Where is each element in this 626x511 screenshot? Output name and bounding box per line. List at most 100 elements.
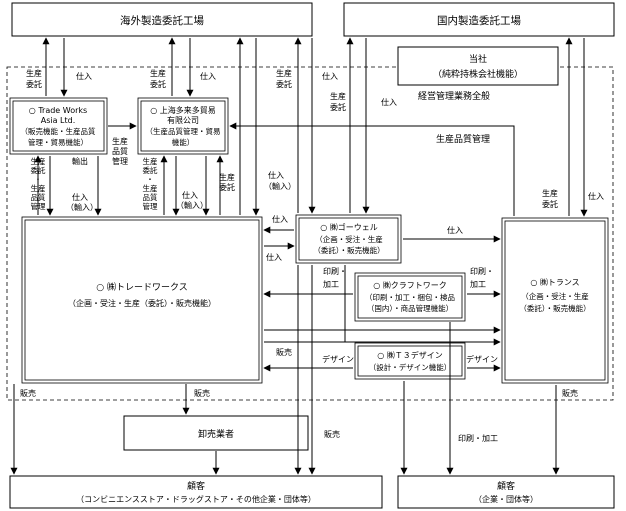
craft-work-box: ○ ㈱クラフトワーク （印刷・加工・梱包・検品 （国内）・商品管理機能） [354, 272, 466, 322]
label-shqm-2: 品質 [112, 146, 128, 156]
label-shiire-7: 仕入 [266, 252, 282, 262]
label-insatsu-kako-inline: 印刷・加工 [458, 433, 498, 443]
label-b-1: 生産 [143, 156, 158, 166]
label-a-6: 管理 [31, 201, 46, 211]
gowell-line2: （企画・受注・生産 [315, 234, 383, 244]
label-b-6: 管理 [143, 201, 158, 211]
customer-right-sub: （企業・団体等） [474, 494, 538, 504]
customer-left-title: 顧客 [187, 480, 205, 492]
label-seisan-6: 生産 [219, 172, 235, 182]
label-shiire-yunyu-1a: 仕入 [72, 192, 88, 202]
label-seisan-4: 生産 [330, 91, 346, 101]
label-design-1: デザイン [322, 354, 354, 364]
shanghai-line3: （生産品質管理・貿易 [146, 126, 221, 136]
label-a-3: ・ [34, 175, 42, 184]
label-hanbai-3: 販売 [194, 388, 210, 398]
label-b-4: 生産 [143, 183, 158, 193]
label-insatsu-1b: 加工 [323, 279, 339, 289]
shanghai-line2: 有限公司 [167, 115, 199, 125]
label-b-5: 品質 [143, 192, 158, 202]
label-seisan-1: 生産 [26, 68, 42, 78]
craft-work-line2: （印刷・加工・梱包・検品 [365, 292, 455, 302]
label-hanbai-4: 販売 [324, 429, 340, 439]
label-hanbai-1: 販売 [276, 347, 292, 357]
label-shiire-3: 仕入 [322, 71, 338, 81]
shanghai-line1: ○ 上海多来多貿易 [150, 105, 216, 115]
label-itaku-5: 委託 [542, 199, 558, 209]
domestic-factory-label: 国内製造委託工場 [437, 14, 521, 27]
t3-design-title: ○ ㈱Ｔ３デザイン [377, 350, 443, 360]
label-shiire-5: 仕入 [588, 191, 604, 201]
connector-lines [10, 37, 588, 475]
label-a-5: 品質 [31, 192, 46, 202]
trade-works-title: ○ ㈱トレードワークス [96, 281, 187, 293]
edge-labels: 生産 委託 仕入 生産 委託 仕入 生産 委託 仕入 生産 委託 仕入 生産 委… [20, 68, 604, 443]
management-label: 経営管理業務全般 [418, 90, 490, 102]
label-shiire-4: 仕入 [381, 97, 397, 107]
label-shiire-yunyu-3b: （輸入） [264, 181, 296, 191]
trans-line2: （企画・受注・生産 [521, 291, 589, 301]
label-insatsu-2b: 加工 [470, 279, 486, 289]
overseas-factory-label: 海外製造委託工場 [120, 14, 204, 27]
label-shiire-6: 仕入 [272, 214, 288, 224]
label-shiire-8: 仕入 [447, 225, 463, 235]
customer-right-box: 顧客 （企業・団体等） [397, 475, 615, 509]
customer-right-title: 顧客 [497, 480, 515, 492]
shanghai-box: ○ 上海多来多貿易 有限公司 （生産品質管理・貿易 機能） [137, 97, 229, 155]
label-hanbai-5: 販売 [562, 388, 578, 398]
label-b-3: ・ [146, 175, 154, 184]
label-hanbai-2: 販売 [20, 388, 36, 398]
label-a-4: 生産 [31, 183, 46, 193]
wholesaler-label: 卸売業者 [198, 428, 234, 440]
trade-works-main-box: ○ ㈱トレードワークス （企画・受注・生産（委託）・販売機能） [21, 216, 263, 384]
tradeworks-asia-line4: 管理・貿易機能） [28, 137, 88, 147]
label-itaku-6: 委託 [219, 182, 235, 192]
label-seisan-3: 生産 [276, 68, 292, 78]
label-design-2: デザイン [466, 354, 498, 364]
customer-left-box: 顧客 （コンビニエンスストア・ドラッグストア・その他企業・団体等） [9, 475, 383, 509]
wholesaler-box: 卸売業者 [123, 415, 309, 451]
tradeworks-asia-box: ○ Trade Works Asia Ltd. （販売機能・生産品質 管理・貿易… [9, 97, 108, 155]
label-insatsu-1a: 印刷・ [323, 267, 347, 276]
label-yushutsu-1: 輸出 [72, 156, 88, 166]
label-insatsu-2a: 印刷・ [470, 267, 494, 276]
label-shiire-2: 仕入 [200, 71, 216, 81]
domestic-factory-box: 国内製造委託工場 [343, 2, 615, 37]
label-seisan-2: 生産 [150, 68, 166, 78]
trans-box: ○ ㈱トランス （企画・受注・生産 （委託）・販売機能） [501, 217, 609, 384]
label-itaku-3: 委託 [276, 79, 292, 89]
tradeworks-asia-line1: ○ Trade Works [29, 106, 87, 115]
gowell-title: ○ ㈱ゴーウェル [320, 222, 378, 232]
tradeworks-asia-line2: Asia Ltd. [41, 116, 76, 125]
shanghai-line4: 機能） [172, 137, 195, 147]
label-shiire-yunyu-2b: （輸入） [176, 200, 208, 210]
tradeworks-asia-line3: （販売機能・生産品質 [21, 126, 96, 136]
gowell-box: ○ ㈱ゴーウェル （企画・受注・生産 （委託）・販売機能） [295, 214, 402, 264]
group-boundary [6, 66, 614, 401]
overseas-factory-box: 海外製造委託工場 [11, 2, 313, 37]
craft-work-line3: （国内）・商品管理機能） [367, 303, 453, 313]
gowell-line3: （委託）・販売機能） [313, 245, 384, 255]
craft-work-title: ○ ㈱クラフトワーク [373, 280, 447, 290]
label-itaku-1: 委託 [26, 79, 42, 89]
label-a-2: 委託 [31, 165, 46, 175]
label-shiire-yunyu-1b: （輸入） [66, 202, 98, 212]
label-seisan-5: 生産 [542, 188, 558, 198]
customer-left-sub: （コンビニエンスストア・ドラッグストア・その他企業・団体等） [76, 494, 316, 504]
t3-design-box: ○ ㈱Ｔ３デザイン （設計・デザイン機能） [354, 342, 466, 380]
trans-line3: （委託）・販売機能） [519, 303, 590, 313]
holding-company-title: 当社 [469, 53, 487, 65]
trade-works-sub: （企画・受注・生産（委託）・販売機能） [68, 298, 216, 308]
holding-company-box: 当社 （純粋持株会社機能） [397, 46, 559, 86]
label-itaku-4: 委託 [330, 102, 346, 112]
label-a-1: 生産 [31, 156, 46, 166]
holding-company-sub: （純粋持株会社機能） [433, 68, 523, 80]
label-shqm-3: 管理 [112, 156, 128, 166]
label-shiire-yunyu-2a: 仕入 [182, 190, 198, 200]
trans-title: ○ ㈱トランス [530, 277, 579, 287]
label-seisan-hinshitsu-kanri: 生産品質管理 [436, 133, 490, 145]
label-b-2: 委託 [143, 165, 158, 175]
label-itaku-2: 委託 [150, 79, 166, 89]
label-shqm-1: 生産 [112, 136, 128, 146]
